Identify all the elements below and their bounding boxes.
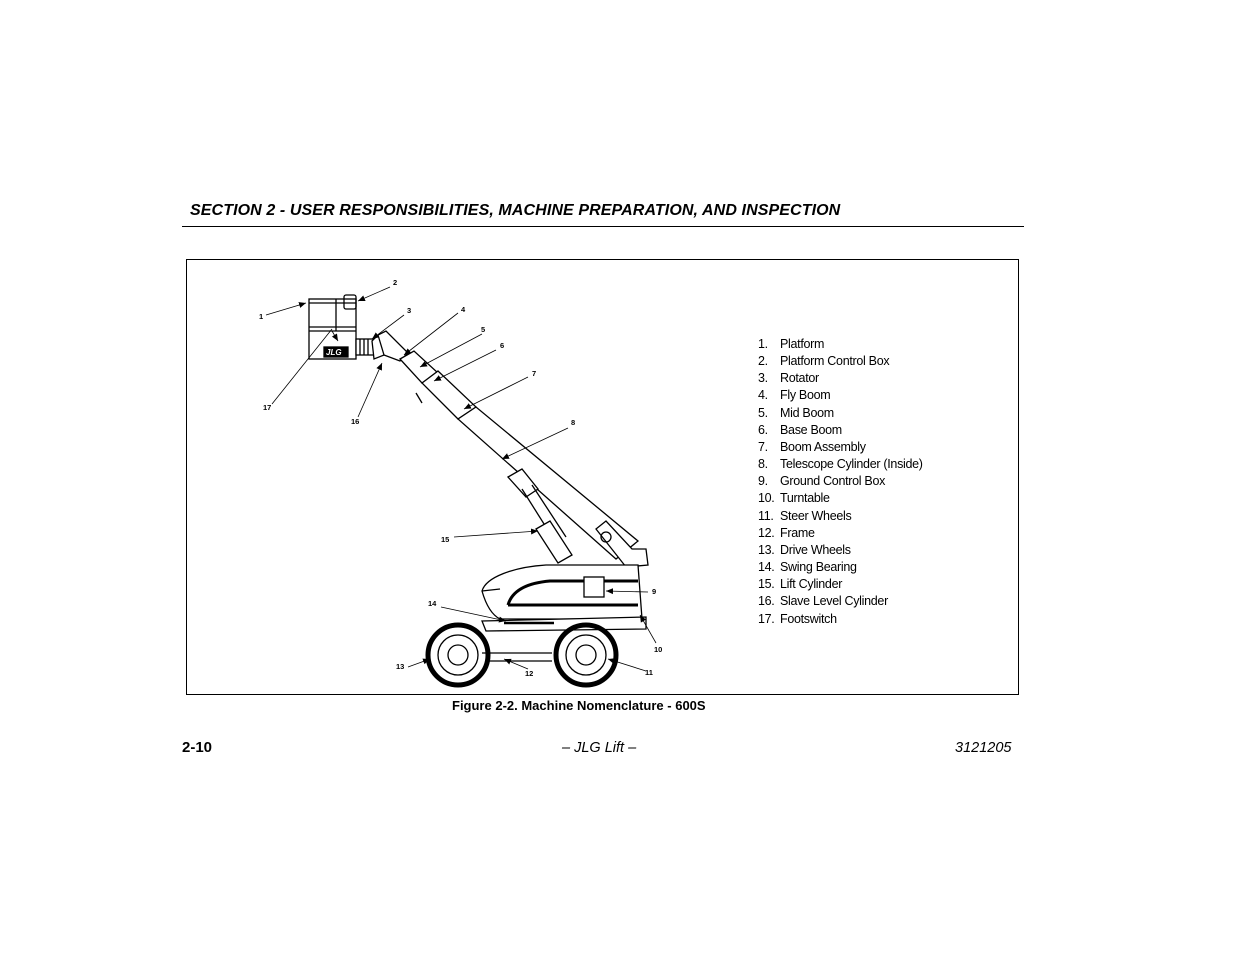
callout-numbers: 1 2 3 4 5 6 7 8 9 10 11 12 13 14 15 16 1… [259, 278, 662, 678]
legend-item: 10. Turntable [758, 490, 923, 507]
legend-number: 10. [758, 491, 775, 506]
legend-item: 6. Base Boom [758, 422, 923, 439]
legend-label: Drive Wheels [780, 542, 851, 557]
doc-number: 3121205 [955, 740, 1012, 756]
legend-label: Platform Control Box [780, 354, 890, 369]
legend-item: 13. Drive Wheels [758, 542, 923, 559]
legend-label: Lift Cylinder [780, 577, 843, 592]
frame [481, 616, 647, 632]
legend-number: 15. [758, 577, 775, 592]
legend-number: 1. [758, 337, 768, 351]
legend-number: 13. [758, 542, 775, 557]
legend-list: 1. Platform 2. Platform Control Box 3. Rotato… [758, 336, 923, 628]
drive-wheel [425, 622, 491, 688]
legend-label: Mid Boom [780, 405, 834, 420]
legend-item: 4. Fly Boom [758, 387, 923, 404]
legend-label: Base Boom [780, 422, 842, 437]
callout-lines [265, 286, 657, 672]
legend-number: 14. [758, 560, 775, 575]
legend-number: 3. [758, 371, 768, 386]
legend-item: 8. Telescope Cylinder (Inside) [758, 456, 923, 473]
legend-number: 11. [758, 508, 774, 523]
callout-6: 6 [500, 341, 504, 350]
callout-7: 7 [532, 369, 536, 378]
machine-diagram: JLG [259, 278, 662, 688]
legend-label: Turntable [780, 491, 830, 506]
jlg-logo: JLG [326, 348, 342, 357]
platform: JLG [308, 294, 357, 360]
rotator [355, 334, 387, 360]
legend-label: Platform [780, 337, 825, 351]
legend-number: 2. [758, 354, 768, 369]
legend-number: 5. [758, 405, 768, 420]
legend-item: 15. Lift Cylinder [758, 576, 923, 593]
legend-item: 7. Boom Assembly [758, 439, 923, 456]
callout-1: 1 [259, 312, 263, 321]
callout-5: 5 [481, 325, 485, 334]
legend-number: 9. [758, 474, 768, 489]
legend-label: Boom Assembly [780, 439, 866, 454]
footer-title: – JLG Lift – [562, 740, 637, 756]
figure-caption: Figure 2-2. Machine Nomenclature - 600S [452, 698, 706, 713]
callout-15: 15 [441, 535, 449, 544]
callout-11: 11 [645, 668, 653, 677]
legend-label: Telescope Cylinder (Inside) [780, 457, 923, 472]
legend-item: 16. Slave Level Cylinder [758, 593, 923, 610]
legend-label: Footswitch [780, 611, 837, 626]
figure-frame [186, 259, 1019, 695]
legend-item: 9. Ground Control Box [758, 473, 923, 490]
callout-17: 17 [263, 403, 271, 412]
legend-number: 12. [758, 525, 775, 540]
legend-number: 17. [758, 611, 775, 626]
callout-4: 4 [461, 305, 466, 314]
lift-cylinder-part [506, 468, 539, 498]
legend-label: Ground Control Box [780, 474, 886, 489]
legend-label: Frame [780, 525, 815, 540]
legend-number: 16. [758, 594, 775, 609]
legend-number: 4. [758, 388, 768, 403]
callout-8: 8 [571, 418, 575, 427]
page-number: 2-10 [182, 739, 213, 756]
header-rule [182, 226, 1024, 227]
legend-item: 11. Steer Wheels [758, 508, 923, 525]
legend-number: 6. [758, 422, 768, 437]
legend-item: 17. Footswitch [758, 611, 923, 628]
callout-2: 2 [393, 278, 397, 287]
legend-label: Slave Level Cylinder [780, 594, 888, 609]
callout-9: 9 [652, 587, 656, 596]
base-boom [456, 406, 640, 560]
legend-item: 2. Platform Control Box [758, 353, 923, 370]
legend-number: 7. [758, 439, 768, 454]
callout-14: 14 [428, 599, 437, 608]
turntable [481, 564, 643, 620]
callout-13: 13 [396, 662, 404, 671]
legend-item: 14. Swing Bearing [758, 559, 923, 576]
legend-label: Rotator [780, 371, 819, 386]
legend-label: Swing Bearing [780, 560, 857, 575]
callout-3: 3 [407, 306, 411, 315]
legend-item: 5. Mid Boom [758, 405, 923, 422]
section-title: SECTION 2 - USER RESPONSIBILITIES, MACHI… [190, 202, 841, 219]
callout-10: 10 [654, 645, 662, 654]
steer-wheel [553, 622, 619, 688]
legend-item: 1. Platform [758, 336, 923, 353]
callout-16: 16 [351, 417, 359, 426]
legend-label: Fly Boom [780, 388, 831, 403]
legend-label: Steer Wheels [780, 508, 852, 523]
legend-item: 12. Frame [758, 525, 923, 542]
legend-item: 3. Rotator [758, 370, 923, 387]
callout-12: 12 [525, 669, 533, 678]
machine-drawing: JLG [308, 294, 649, 688]
legend-number: 8. [758, 457, 768, 472]
